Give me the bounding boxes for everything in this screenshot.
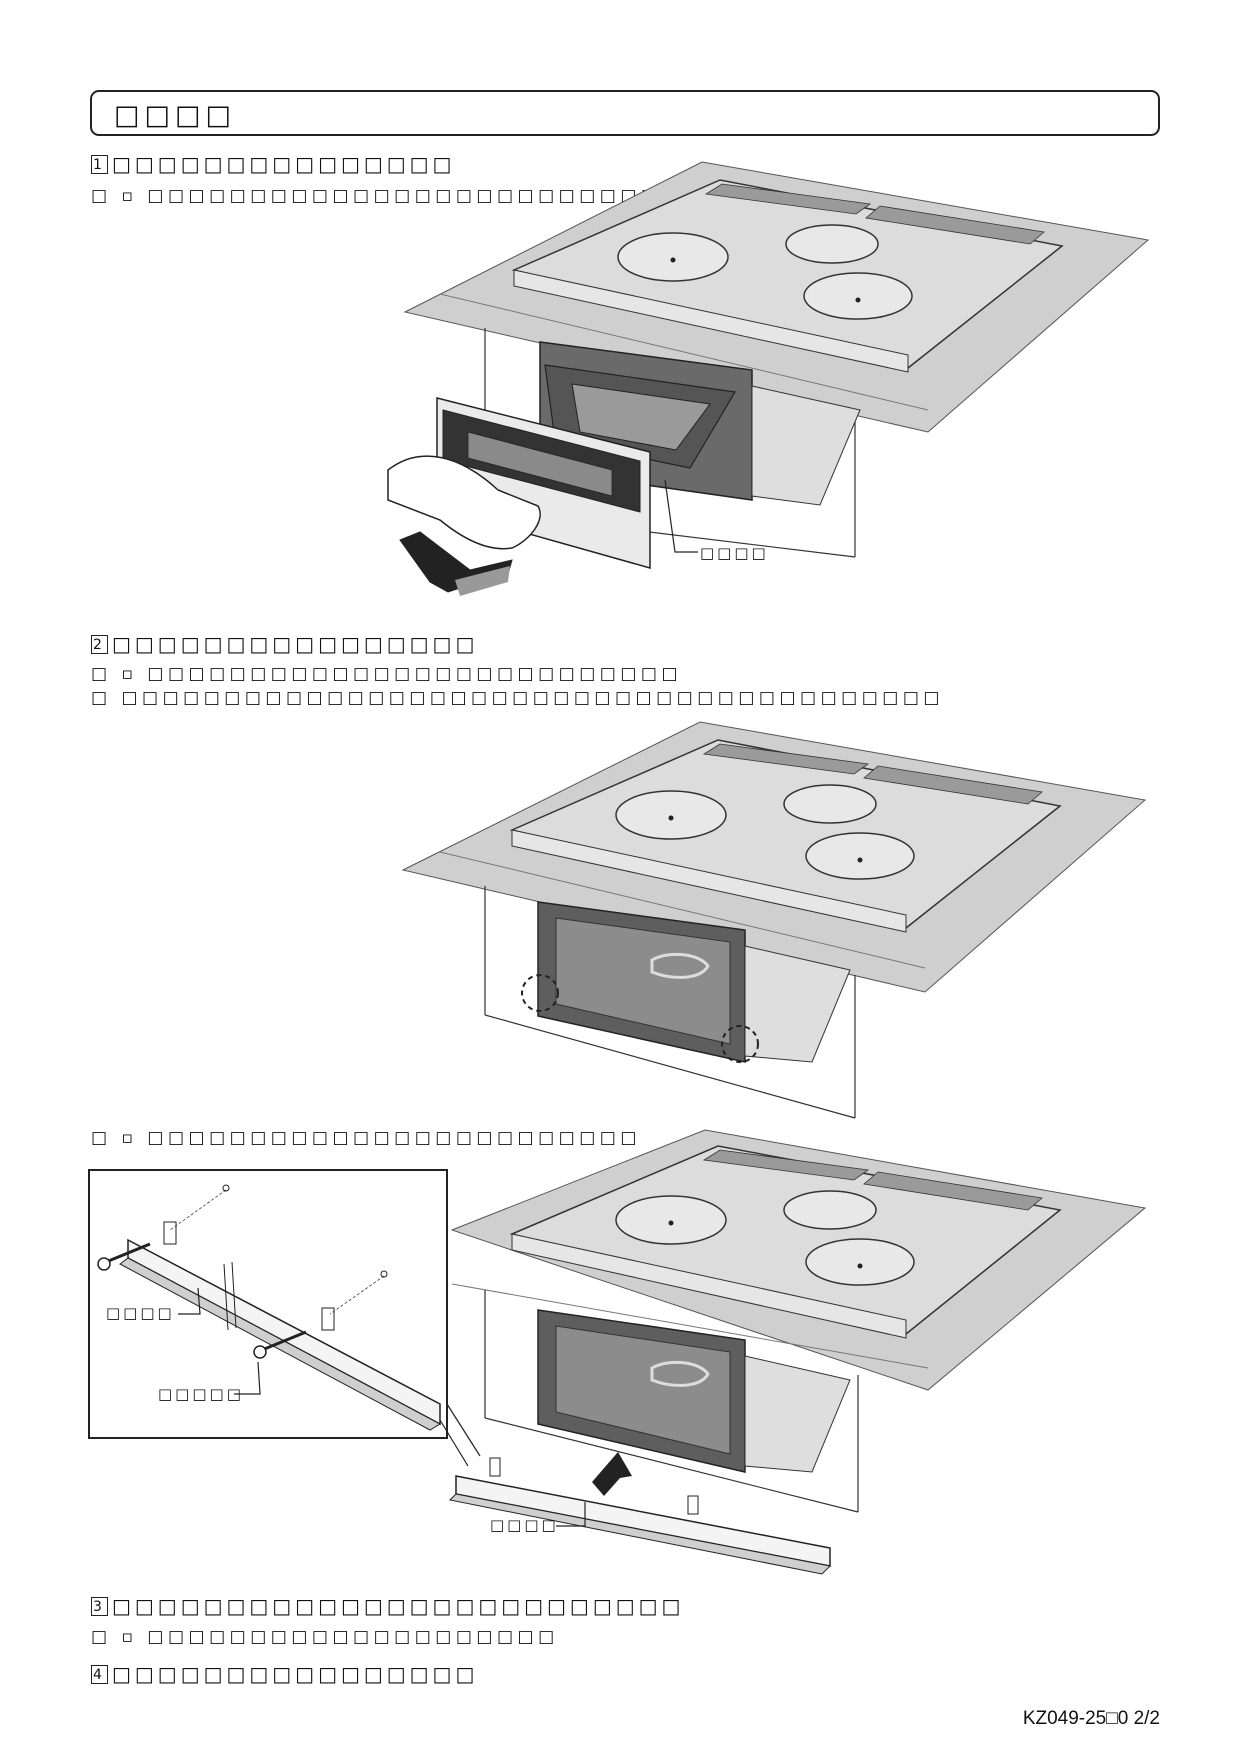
step-1-callout-label: □□□□	[700, 544, 769, 562]
step-1-illustration	[387, 161, 1150, 596]
step-4-number: 4	[91, 1665, 108, 1684]
step-1-note-1: □ ▫ □□□□□□□□□□□□□□□□□□□□□□□□□□□□□□	[91, 186, 765, 206]
step-1-heading: 1□□□□□□□□□□□□□□□	[91, 152, 455, 176]
inset-screw-label: □□□□□	[158, 1385, 244, 1403]
bar-part-label: □□□□	[490, 1516, 559, 1534]
page-footer: KZ049-25□0 2/2	[1022, 1708, 1160, 1729]
step-2-illustration	[401, 721, 1147, 1119]
step-3-heading-text: □□□□□□□□□□□□□□□□□□□□□□□□□	[112, 1594, 685, 1618]
step-3-heading: 3□□□□□□□□□□□□□□□□□□□□□□□□□	[91, 1594, 684, 1618]
step-4-heading: 4□□□□□□□□□□□□□□□□	[91, 1662, 478, 1686]
step-1-number: 1	[91, 155, 108, 174]
step-2-heading: 2□□□□□□□□□□□□□□□□	[91, 632, 478, 656]
section-title: □□□□	[114, 100, 237, 131]
step-4-heading-text: □□□□□□□□□□□□□□□□	[112, 1662, 479, 1686]
step-1-heading-text: □□□□□□□□□□□□□□□	[112, 152, 456, 176]
section-title-box: □□□□	[90, 90, 1160, 136]
step-2-number: 2	[91, 635, 108, 654]
step-2-note-1: □ ▫ □□□□□□□□□□□□□□□□□□□□□□□□□□	[91, 664, 683, 684]
step-3-note-1: □ ▫ □□□□□□□□□□□□□□□□□□□□	[91, 1627, 559, 1647]
inset-part-label: □□□□	[106, 1304, 175, 1322]
step-2-note-2: □ □□□□□□□□□□□□□□□□□□□□□□□□□□□□□□□□□□□□□□…	[91, 688, 944, 708]
step-2-note-3: □ ▫ □□□□□□□□□□□□□□□□□□□□□□□□	[91, 1128, 641, 1148]
step-2-heading-text: □□□□□□□□□□□□□□□□	[112, 632, 479, 656]
step-2-install-illustration	[88, 1129, 1147, 1575]
step-3-number: 3	[91, 1597, 108, 1616]
